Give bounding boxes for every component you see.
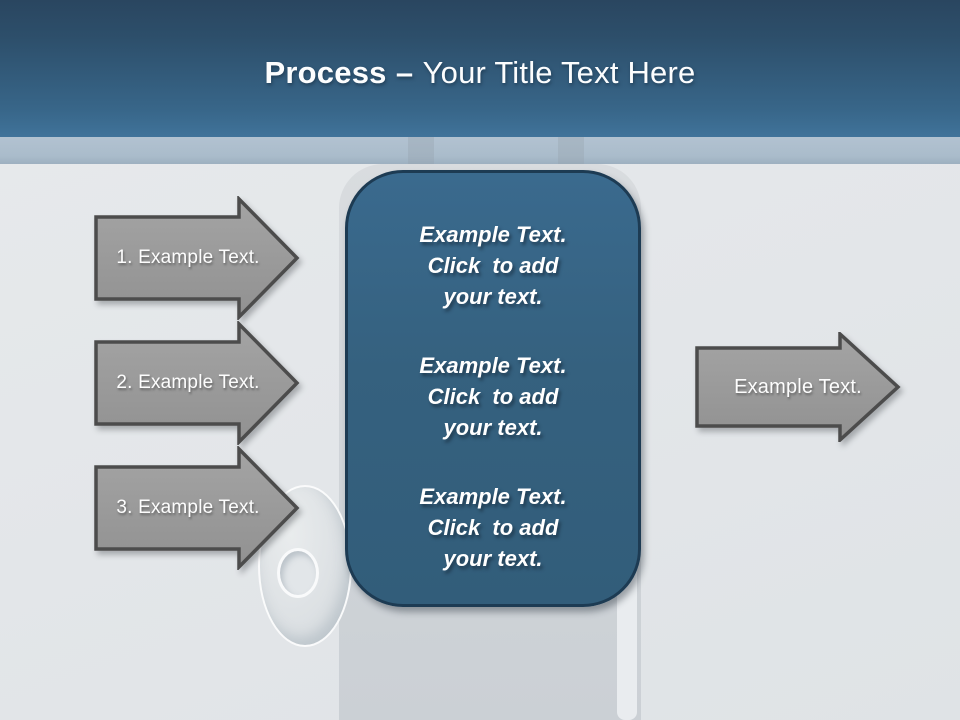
text-line: Click to add [427,384,559,409]
watermark-lock-highlight [617,560,637,720]
header: Process–Your Title Text Here [0,0,960,137]
text-line: your text. [443,415,543,440]
text-block-2[interactable]: Example Text. Click to add your text. [370,350,616,443]
center-panel[interactable]: Example Text. Click to add your text. Ex… [345,170,641,607]
watermark-key-hole [277,548,319,598]
process-arrow-3[interactable]: 3. Example Text. [94,446,300,570]
text-line: your text. [443,546,543,571]
text-line: Click to add [427,253,559,278]
text-block-1[interactable]: Example Text. Click to add your text. [370,219,616,312]
text-line: your text. [443,284,543,309]
process-arrow-1[interactable]: 1. Example Text. [94,196,300,320]
arrow-shape [94,321,300,445]
process-arrow-result[interactable]: Example Text. [695,332,901,442]
title-rest-text: Your Title Text Here [422,55,696,90]
slide-title[interactable]: Process–Your Title Text Here [0,55,960,91]
text-line: Example Text. [419,484,567,509]
text-line: Example Text. [419,353,567,378]
text-line: Example Text. [419,222,567,247]
text-line: Click to add [427,515,559,540]
process-arrow-2[interactable]: 2. Example Text. [94,321,300,445]
arrow-shape [94,196,300,320]
arrow-shape [94,446,300,570]
text-block-3[interactable]: Example Text. Click to add your text. [370,481,616,574]
title-bold-text: Process [264,55,387,90]
title-dash: – [395,55,414,90]
arrow-shape [695,332,901,442]
